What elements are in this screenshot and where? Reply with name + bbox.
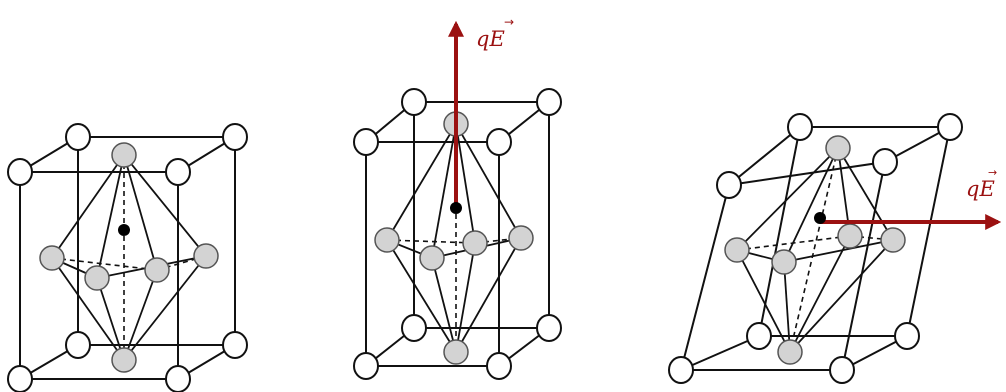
octahedron-atoms — [39, 142, 219, 373]
vector-arrow-accent: → — [504, 15, 514, 29]
oxygen-atom — [771, 249, 797, 275]
corner-atom — [536, 88, 562, 116]
corner-atom — [7, 365, 33, 392]
oxygen-atom — [144, 257, 170, 283]
oxygen-atom — [111, 142, 137, 168]
unit-cell-horizontal-field: qE → — [668, 113, 1002, 384]
field-label-right: qE — [966, 177, 995, 201]
central-ion — [814, 212, 826, 224]
oxygen-atom — [84, 265, 110, 291]
corner-atom — [401, 314, 427, 342]
corner-atom — [65, 331, 91, 359]
corner-atom — [894, 322, 920, 350]
corner-atom — [222, 331, 248, 359]
corner-atom — [872, 148, 898, 176]
oxygen-atom — [193, 243, 219, 269]
corner-atom — [486, 128, 512, 156]
oxygen-atom — [880, 227, 906, 253]
oxygen-atom — [419, 245, 445, 271]
corner-atom — [746, 322, 772, 350]
corner-atom — [668, 356, 694, 384]
corner-atom — [353, 128, 379, 156]
oxygen-atom — [508, 225, 534, 251]
vector-arrow-accent: → — [988, 166, 997, 179]
unit-cell-undistorted — [7, 123, 248, 392]
corner-atoms — [668, 113, 963, 384]
oxygen-atom — [837, 223, 863, 249]
octahedron-atoms — [374, 111, 534, 365]
octahedron-atoms — [724, 135, 906, 365]
oxygen-atom — [39, 245, 65, 271]
corner-atom — [787, 113, 813, 141]
oxygen-atom — [777, 339, 803, 365]
corner-atom — [829, 356, 855, 384]
oxygen-atom — [825, 135, 851, 161]
corner-atom — [165, 365, 191, 392]
corner-atom — [536, 314, 562, 342]
central-ion — [450, 202, 462, 214]
corner-atom — [486, 352, 512, 380]
corner-atom — [222, 123, 248, 151]
corner-atom — [401, 88, 427, 116]
oxygen-atom — [462, 230, 488, 256]
corner-atoms — [7, 123, 248, 392]
field-label-middle: qE — [476, 27, 505, 51]
corner-atom — [7, 158, 33, 186]
octahedron — [736, 147, 894, 353]
corner-atom — [65, 123, 91, 151]
corner-atom — [353, 352, 379, 380]
oxygen-atom — [724, 237, 750, 263]
corner-atom — [937, 113, 963, 141]
corner-atom — [716, 171, 742, 199]
oxygen-atom — [443, 339, 469, 365]
unit-cell-vertical-field: qE → — [353, 15, 562, 380]
oxygen-atom — [374, 227, 400, 253]
oxygen-atom — [111, 347, 137, 373]
corner-atom — [165, 158, 191, 186]
central-ion — [118, 224, 130, 236]
corner-atoms — [353, 88, 562, 380]
octahedron — [51, 154, 207, 361]
